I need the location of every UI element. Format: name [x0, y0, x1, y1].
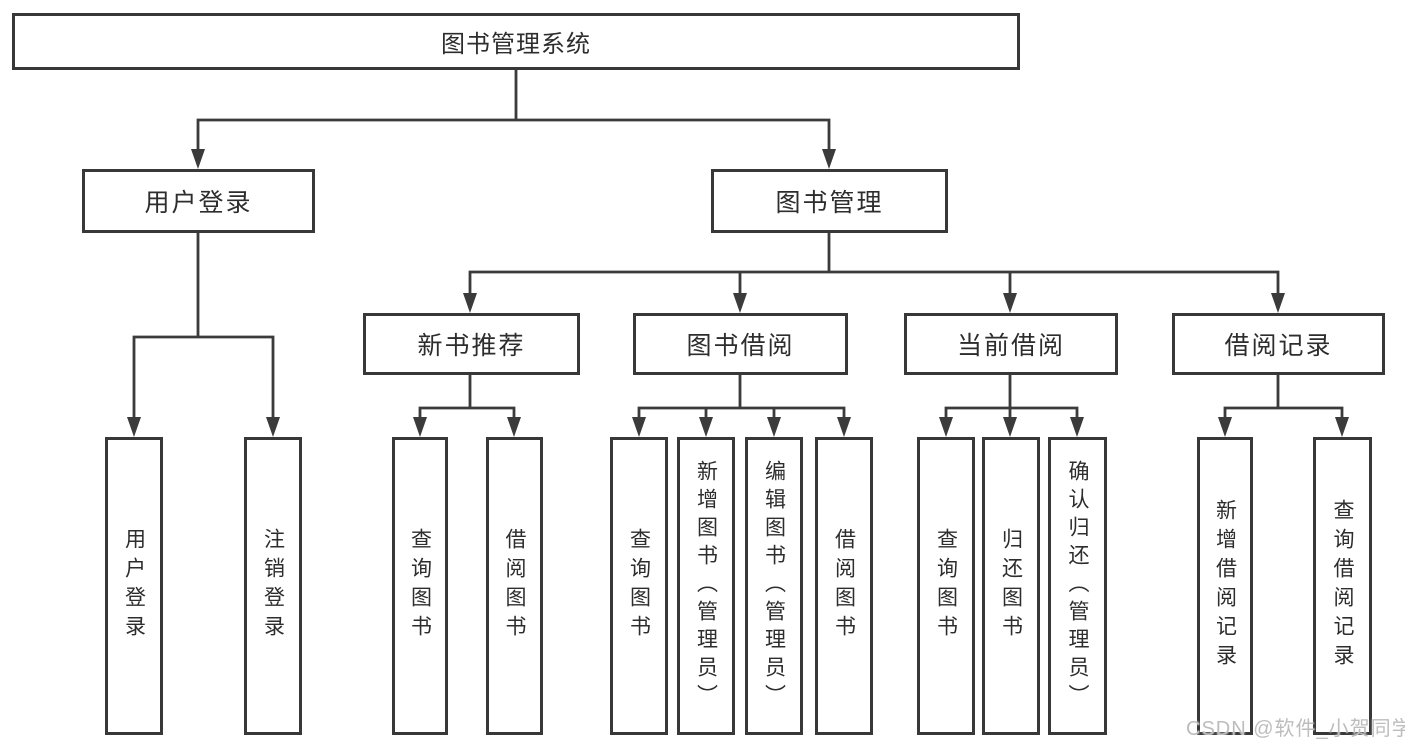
connector-line: [418, 375, 516, 420]
node-book-mgmt-label: 图书管理: [775, 189, 884, 217]
leaf-br-query-record-label: 查询借阅记录: [1331, 499, 1354, 673]
arrowhead: [822, 149, 836, 169]
connector-line: [468, 233, 1280, 295]
arrowhead: [632, 417, 646, 437]
leaf-cb-return-books: 归还图书: [982, 437, 1040, 735]
leaf-bb-query-books: 查询图书: [610, 437, 668, 735]
node-new-book-rec: 新书推荐: [363, 313, 580, 375]
arrowhead: [507, 417, 521, 437]
leaf-br-add-record: 新增借阅记录: [1197, 437, 1253, 735]
connector-current-borrow-branch: [939, 375, 1084, 437]
arrowhead: [1218, 417, 1232, 437]
node-root: 图书管理系统: [12, 13, 1020, 70]
leaf-bb-query-books-label: 查询图书: [627, 528, 651, 644]
node-current-borrow: 当前借阅: [904, 313, 1118, 375]
leaf-cb-query-books-label: 查询图书: [934, 528, 958, 644]
leaf-cb-query-books: 查询图书: [917, 437, 975, 735]
arrowhead: [1335, 417, 1349, 437]
leaf-nbr-borrow-books: 借阅图书: [486, 437, 543, 735]
arrowhead: [699, 417, 713, 437]
connector-line: [1223, 375, 1344, 420]
connector-borrow-record-branch: [1218, 375, 1349, 437]
leaf-nbr-query-books: 查询图书: [392, 437, 448, 735]
connector-line: [132, 233, 275, 420]
connector-root-branch: [191, 70, 836, 169]
node-current-borrow-label: 当前借阅: [956, 332, 1065, 360]
connector-new-book-rec-branch: [413, 375, 521, 437]
arrowhead: [733, 293, 747, 313]
node-borrow-record-label: 借阅记录: [1224, 332, 1333, 360]
leaf-bb-borrow-books-label: 借阅图书: [832, 528, 856, 644]
node-book-borrow-label: 图书借阅: [686, 332, 795, 360]
leaf-bb-add-books: 新增图书（管理员）: [677, 437, 735, 735]
leaf-cb-confirm-return-label: 确认归还（管理员）: [1066, 460, 1089, 712]
leaf-logout: 注销登录: [244, 437, 302, 735]
connector-user-login-branch: [127, 233, 280, 437]
leaf-bb-add-books-label: 新增图书（管理员）: [694, 460, 718, 712]
node-book-mgmt: 图书管理: [711, 169, 948, 233]
arrowhead: [463, 293, 477, 313]
arrowhead: [1003, 293, 1017, 313]
leaf-bb-edit-books: 编辑图书（管理员）: [745, 437, 803, 735]
leaf-nbr-borrow-books-label: 借阅图书: [503, 528, 526, 644]
connector-line: [637, 375, 846, 420]
connector-book-mgmt-branch: [463, 233, 1285, 313]
leaf-user-login: 用户登录: [105, 437, 163, 735]
leaf-br-add-record-label: 新增借阅记录: [1213, 499, 1237, 673]
arrowhead: [191, 149, 205, 169]
node-user-login: 用户登录: [82, 169, 315, 233]
leaf-br-query-record: 查询借阅记录: [1313, 437, 1372, 735]
connector-line: [196, 70, 831, 151]
leaf-cb-return-books-label: 归还图书: [999, 528, 1023, 644]
arrowhead: [767, 417, 781, 437]
arrowhead: [266, 417, 280, 437]
connector-line: [944, 375, 1079, 420]
arrowhead: [1271, 293, 1285, 313]
connector-book-borrow-branch: [632, 375, 851, 437]
node-root-label: 图书管理系统: [441, 31, 591, 58]
leaf-bb-borrow-books: 借阅图书: [815, 437, 873, 735]
arrowhead: [837, 417, 851, 437]
leaf-logout-label: 注销登录: [261, 528, 285, 644]
leaf-user-login-label: 用户登录: [122, 528, 146, 644]
arrowhead: [413, 417, 427, 437]
node-new-book-rec-label: 新书推荐: [417, 332, 526, 360]
arrowhead: [939, 417, 953, 437]
leaf-cb-confirm-return: 确认归还（管理员）: [1048, 437, 1107, 735]
watermark: CSDN @软件_小贺同学: [1186, 718, 1405, 740]
arrowhead: [1070, 417, 1084, 437]
node-user-login-label: 用户登录: [144, 189, 253, 217]
leaf-nbr-query-books-label: 查询图书: [408, 528, 432, 644]
arrowhead: [1003, 417, 1017, 437]
arrowhead: [127, 417, 141, 437]
node-book-borrow: 图书借阅: [633, 313, 848, 375]
node-borrow-record: 借阅记录: [1172, 313, 1385, 375]
leaf-bb-edit-books-label: 编辑图书（管理员）: [762, 460, 786, 712]
